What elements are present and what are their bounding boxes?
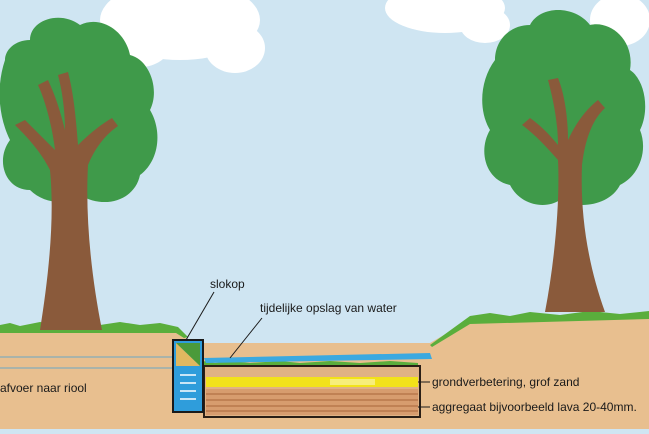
slokop-pit [172, 339, 204, 413]
sand-layer [206, 377, 418, 387]
label-storage: tijdelijke opslag van water [260, 301, 397, 315]
cloud [385, 0, 510, 43]
label-soil: grondverbetering, grof zand [432, 375, 579, 389]
label-slokop: slokop [210, 277, 245, 291]
label-drain: afvoer naar riool [0, 381, 87, 395]
label-aggregate: aggregaat bijvoorbeeld lava 20-40mm. [432, 400, 637, 414]
tree-right [482, 10, 646, 312]
aggregate-layer [206, 389, 418, 415]
callout-line-storage [229, 317, 263, 359]
callout-line-slokop [185, 291, 215, 341]
sand-layer-light [330, 379, 375, 385]
water-surface [204, 353, 432, 363]
cloud [100, 0, 265, 73]
grass-right [430, 311, 649, 347]
tree-left [0, 17, 158, 330]
